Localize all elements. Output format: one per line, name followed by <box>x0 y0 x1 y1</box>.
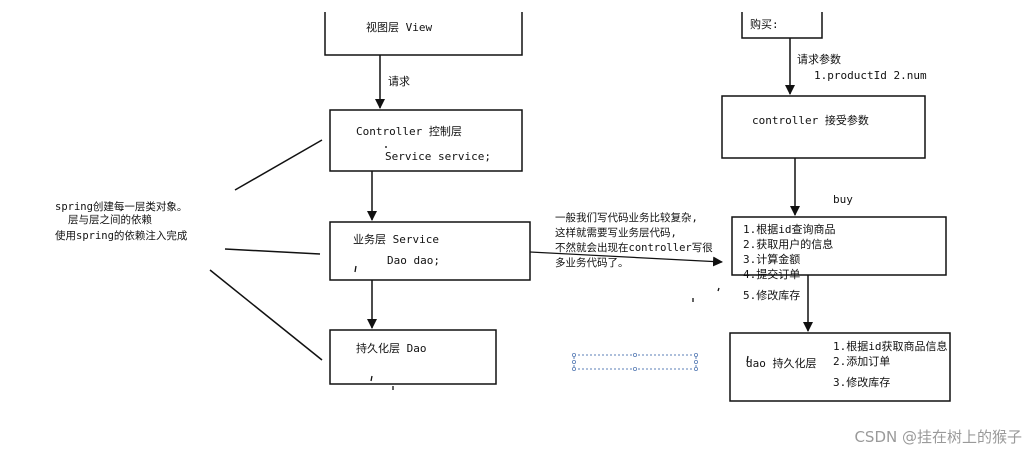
view-layer-box <box>324 12 523 56</box>
right-controller-box <box>721 95 926 159</box>
right-controller-label: controller 接受参数 <box>752 114 869 127</box>
spring-link-service <box>224 248 321 255</box>
spring-note-line2: 层与层之间的依赖 <box>68 214 152 226</box>
service-step-1: 1.根据id查询商品 <box>743 223 836 236</box>
service-step-5: 5.修改库存 <box>743 289 801 302</box>
dao-layer-title: 持久化层 Dao <box>356 342 427 355</box>
controller-service-field: Service service; <box>385 150 491 163</box>
spring-note-line3: 使用spring的依赖注入完成 <box>55 230 188 242</box>
middle-note-line3: 不然就会出现在controller写很 <box>555 242 713 254</box>
right-dao-label: dao 持久化层 <box>746 357 817 370</box>
dao-layer-box <box>329 329 497 385</box>
right-dao-box <box>729 332 951 402</box>
param-list: 1.productId 2.num <box>814 69 927 82</box>
dao-step-3: 3.修改库存 <box>833 376 891 389</box>
request-label: 请求 <box>388 75 410 88</box>
spring-link-controller <box>234 139 323 191</box>
spring-link-dao <box>209 269 323 361</box>
buy-label: buy <box>833 193 853 206</box>
controller-layer-title: Controller 控制层 <box>356 125 462 138</box>
right-service-box <box>731 216 947 276</box>
buy-box <box>741 12 823 39</box>
service-dao-field: Dao dao; <box>387 254 440 267</box>
middle-note-line2: 这样就需要写业务层代码, <box>555 227 677 239</box>
selection-handles <box>572 352 699 371</box>
csdn-watermark: CSDN @挂在树上的猴子 <box>854 428 1022 446</box>
service-step-2: 2.获取用户的信息 <box>743 238 834 251</box>
service-step-4: 4.提交订单 <box>743 268 801 281</box>
stray-marks <box>354 146 749 390</box>
buy-box-label: 购买: <box>750 18 779 31</box>
dao-step-1: 1.根据id获取商品信息 <box>833 340 948 353</box>
service-layer-title: 业务层 Service <box>353 233 439 246</box>
business-arrow <box>529 251 723 267</box>
param-label: 请求参数 <box>797 53 841 66</box>
view-layer-label: 视图层 View <box>366 21 433 34</box>
spring-note-line1: spring创建每一层类对象。 <box>55 201 188 213</box>
service-step-3: 3.计算金额 <box>743 253 801 266</box>
service-layer-box <box>329 221 531 281</box>
middle-note-line4: 多业务代码了。 <box>555 257 629 269</box>
controller-layer-box <box>329 109 523 172</box>
dao-step-2: 2.添加订单 <box>833 355 891 368</box>
middle-note-line1: 一般我们写代码业务比较复杂, <box>555 212 698 224</box>
